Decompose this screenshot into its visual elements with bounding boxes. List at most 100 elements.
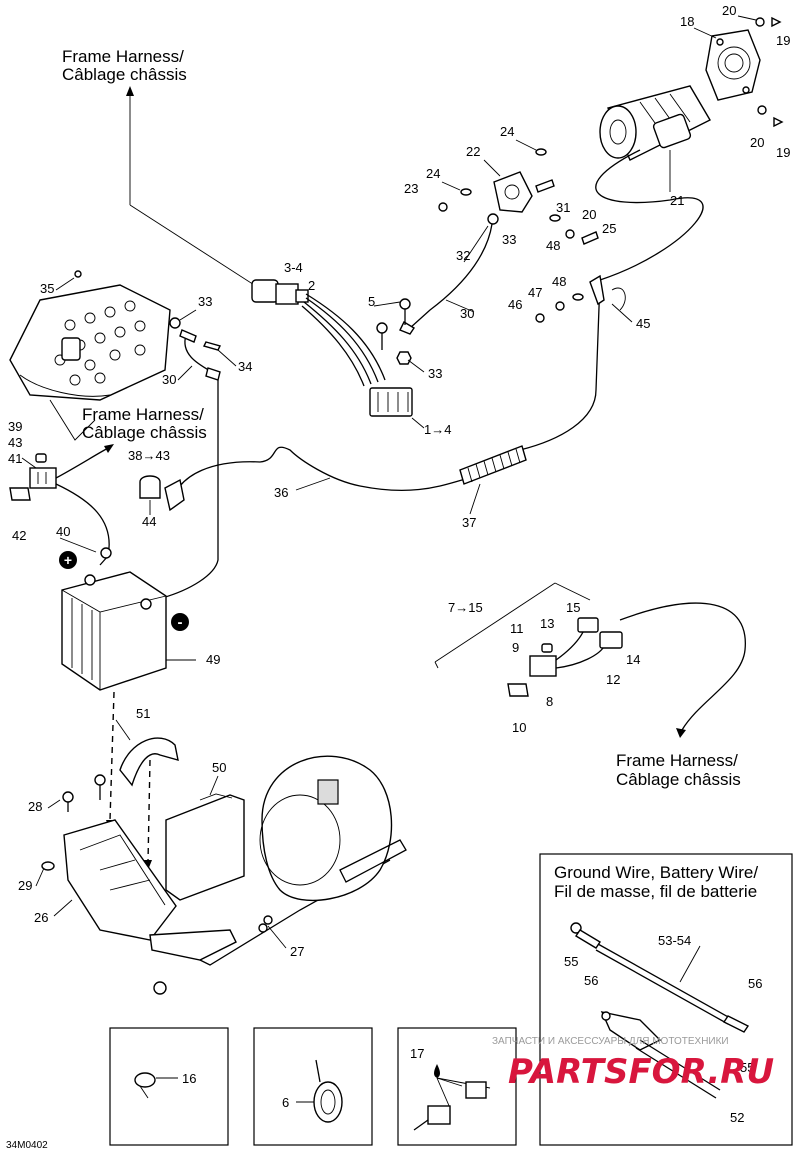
part-label-39: 39 xyxy=(8,419,22,434)
part-label-31: 31 xyxy=(556,200,570,215)
part-label-40: 40 xyxy=(56,524,70,539)
connector-harness-wires xyxy=(301,293,386,387)
part-label-35: 35 xyxy=(40,281,54,296)
part-label-36: 36 xyxy=(274,485,288,500)
part-label-27: 27 xyxy=(290,944,304,959)
caption-frame-harness-2-en: Frame Harness/ xyxy=(82,405,204,424)
part-label-44: 44 xyxy=(142,514,156,529)
part-label-8: 8 xyxy=(546,694,553,709)
starter-cable-run xyxy=(519,149,704,451)
ground-cable-32 xyxy=(399,213,499,335)
battery-positive-cable xyxy=(9,444,114,566)
ground-wire-53-54 xyxy=(570,922,750,1033)
harness-group-7-15 xyxy=(434,582,746,738)
part-label-2: 2 xyxy=(308,278,315,293)
starter-motor xyxy=(599,85,711,161)
fuse-cover-44 xyxy=(139,475,161,499)
part-label-48: 48 xyxy=(552,274,566,289)
part-label-12: 12 xyxy=(606,672,620,687)
part-label-16: 16 xyxy=(182,1071,196,1086)
part-label-45: 45 xyxy=(636,316,650,331)
part-label-46: 46 xyxy=(508,297,522,312)
part-label-51: 51 xyxy=(136,706,150,721)
part-label-52: 52 xyxy=(730,1110,744,1125)
starter-mount-plate xyxy=(438,171,599,245)
part-label-24: 24 xyxy=(426,166,440,181)
part-label-17: 17 xyxy=(410,1046,424,1061)
part-label-20: 20 xyxy=(582,207,596,222)
detail-box-17 xyxy=(397,1027,517,1146)
part-label-10: 10 xyxy=(512,720,526,735)
part-label-38-43: 38→43 xyxy=(128,448,170,463)
main-cable-36-sleeve xyxy=(459,445,527,485)
part-label-33: 33 xyxy=(198,294,212,309)
part-label-20: 20 xyxy=(722,3,736,18)
part-label-25: 25 xyxy=(602,221,616,236)
watermark-tagline: ЗАПЧАСТИ И АКСЕССУАРЫ ДЛЯ МОТОТЕХНИКИ xyxy=(492,1036,729,1047)
negative-symbol: - xyxy=(178,614,183,631)
part-label-56: 56 xyxy=(584,973,598,988)
part-label-53-54: 53-54 xyxy=(658,933,691,948)
caption-frame-harness-3-en: Frame Harness/ xyxy=(616,751,738,770)
part-label-1-4: 1→4 xyxy=(424,422,451,437)
polarity-markers: + - xyxy=(59,551,189,631)
part-label-43: 43 xyxy=(8,435,22,450)
part-label-34: 34 xyxy=(238,359,252,374)
part-label-18: 18 xyxy=(680,14,694,29)
part-label-56: 56 xyxy=(748,976,762,991)
part-label-47: 47 xyxy=(528,285,542,300)
screws-5 xyxy=(376,298,412,365)
part-label-30: 30 xyxy=(162,372,176,387)
part-label-19: 19 xyxy=(776,33,790,48)
heat-guard xyxy=(9,270,171,441)
harness-arrow-1 xyxy=(126,86,263,291)
part-label-24: 24 xyxy=(500,124,514,139)
part-label-6: 6 xyxy=(282,1095,289,1110)
detail-box-6 xyxy=(253,1027,373,1146)
watermark-logo: PARTSFOR.RU xyxy=(508,1052,774,1092)
battery-strap-51 xyxy=(119,737,179,787)
part-label-29: 29 xyxy=(18,878,32,893)
cvt-housing xyxy=(258,755,407,933)
part-label-3-4: 3-4 xyxy=(284,260,303,275)
connector-1-4 xyxy=(369,387,425,429)
part-label-50: 50 xyxy=(212,760,226,775)
starter-bracket xyxy=(705,29,761,101)
part-label-37: 37 xyxy=(462,515,476,530)
caption-ground-wire-fr: Fil de masse, fil de batterie xyxy=(554,882,757,901)
battery-wire-52 xyxy=(600,1011,721,1099)
part-number-labels: 18 20 19 24 20 19 22 24 23 31 21 20 25 3… xyxy=(8,3,790,1125)
part-label-11: 11 xyxy=(510,621,524,636)
ground-wire-box xyxy=(539,853,793,1146)
part-label-14: 14 xyxy=(626,652,640,667)
part-label-41: 41 xyxy=(8,451,22,466)
detail-box-16 xyxy=(109,1027,229,1146)
caption-frame-harness-1-fr: Câblage châssis xyxy=(62,65,187,84)
part-label-23: 23 xyxy=(404,181,418,196)
caption-ground-wire-en: Ground Wire, Battery Wire/ xyxy=(554,863,758,882)
battery-cover-50 xyxy=(165,793,245,901)
drawing-code: 34M0402 xyxy=(6,1140,48,1151)
part-label-7-15: 7→15 xyxy=(448,600,483,615)
part-label-55: 55 xyxy=(564,954,578,969)
part-label-48: 48 xyxy=(546,238,560,253)
caption-frame-harness-2-fr: Câblage châssis xyxy=(82,423,207,442)
caption-frame-harness-3-fr: Câblage châssis xyxy=(616,770,741,789)
part-label-30: 30 xyxy=(460,306,474,321)
part-label-5: 5 xyxy=(368,294,375,309)
part-label-19: 19 xyxy=(776,145,790,160)
part-label-26: 26 xyxy=(34,910,48,925)
battery xyxy=(61,571,196,691)
part-label-21: 21 xyxy=(670,193,684,208)
part-label-15: 15 xyxy=(566,600,580,615)
part-label-32: 32 xyxy=(456,248,470,263)
positive-symbol: + xyxy=(64,552,72,568)
starter-hardware xyxy=(535,16,784,156)
ground-strap-30-left xyxy=(169,317,222,381)
part-label-33: 33 xyxy=(428,366,442,381)
connector-3-4 xyxy=(251,279,309,305)
part-label-28: 28 xyxy=(28,799,42,814)
leader-lines xyxy=(21,15,757,983)
part-label-33: 33 xyxy=(502,232,516,247)
